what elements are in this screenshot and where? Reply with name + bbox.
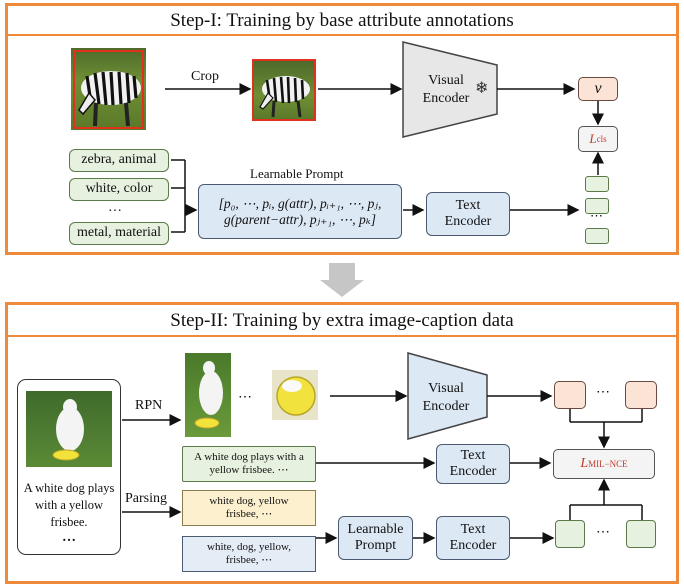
- region-dog-figure: [194, 361, 223, 429]
- phrase-box: white dog, yellow frisbee, ⋯: [182, 490, 316, 526]
- attribute-tag-white: white, color: [69, 178, 169, 201]
- region-frisbee-figure: [276, 376, 316, 416]
- step2-title: Step-II: Training by extra image-caption…: [170, 310, 514, 331]
- step1-title: Step-I: Training by base attribute annot…: [170, 10, 514, 31]
- step2-text-encoder-2: Text Encoder: [436, 516, 510, 560]
- caption-text-box-label: A white dog plays with a yellow frisbee.…: [194, 451, 304, 476]
- learnable-prompt-block: Learnable Prompt: [338, 516, 413, 560]
- word-feature-1: [555, 520, 585, 548]
- step2-text-encoder-2-label: Text Encoder: [449, 521, 497, 553]
- step1-loss-sub: cls: [596, 133, 607, 144]
- step2-visual-encoder-label: Visual Encoder: [422, 381, 470, 414]
- region-dog-image: [185, 353, 231, 437]
- parsing-label: Parsing: [125, 491, 167, 506]
- step1-loss-label: L: [589, 130, 597, 146]
- attribute-tag-zebra: zebra, animal: [69, 149, 169, 172]
- step1-title-divider: [8, 34, 676, 36]
- step2-text-encoder-1: Text Encoder: [436, 444, 510, 484]
- rpn-label: RPN: [135, 398, 163, 413]
- v-label: v: [594, 79, 602, 97]
- dog-image: [26, 391, 112, 467]
- learnable-prompt-box: [p₀, ⋯, pᵢ, g(attr), pᵢ₊₁, ⋯, pⱼ, g(pare…: [198, 184, 402, 239]
- zebra-image: [71, 48, 146, 130]
- step2-text-encoder-1-label: Text Encoder: [449, 447, 497, 479]
- caption-text: A white dog plays with a yellow frisbee.: [23, 481, 115, 529]
- text-feature-1: [585, 176, 609, 192]
- zebra-bbox: [73, 50, 144, 129]
- words-box: white, dog, yellow, frisbee, ⋯: [182, 536, 316, 572]
- dog-figure: [52, 399, 84, 461]
- prompt-line-2: g(parent−attr), pⱼ₊₁, ⋯, pₖ]: [224, 211, 376, 227]
- phrase-box-label: white dog, yellow frisbee, ⋯: [209, 495, 289, 520]
- learnable-prompt-block-label: Learnable Prompt: [347, 521, 404, 553]
- text-feature-ellipsis: ⋯: [590, 208, 603, 223]
- zebra-figure-cropped: [259, 76, 310, 118]
- cropped-zebra-image: [252, 59, 316, 121]
- region-feature-2: [625, 381, 657, 409]
- image-caption-panel: A white dog plays with a yellow frisbee.…: [17, 379, 121, 555]
- region-feature-1: [554, 381, 586, 409]
- word-feature-2: [626, 520, 656, 548]
- attribute-ellipsis: …: [108, 200, 122, 215]
- caption-ellipsis: …: [62, 530, 76, 545]
- prompt-line-1: [p₀, ⋯, pᵢ, g(attr), pᵢ₊₁, ⋯, pⱼ,: [218, 195, 382, 211]
- region-ellipsis: ⋯: [238, 390, 252, 405]
- mil-nce-loss-sub: MIL−NCE: [588, 458, 628, 469]
- text-feature-3: [585, 228, 609, 244]
- word-feature-ellipsis: ⋯: [596, 525, 610, 540]
- visual-feature-v: v: [578, 77, 618, 101]
- crop-label: Crop: [191, 69, 219, 84]
- learnable-prompt-title: Learnable Prompt: [250, 166, 344, 181]
- zebra-figure: [78, 71, 141, 127]
- region-frisbee-image: [272, 370, 318, 420]
- caption-text-box: A white dog plays with a yellow frisbee.…: [182, 446, 316, 482]
- step1-visual-encoder-label: Visual Encoder: [422, 73, 470, 106]
- snowflake-icon: ❄: [475, 80, 489, 97]
- step1-text-encoder: Text Encoder: [426, 192, 510, 236]
- step1-text-encoder-label: Text Encoder: [444, 197, 492, 229]
- attribute-tag-metal: metal, material: [69, 222, 169, 245]
- words-box-label: white, dog, yellow, frisbee, ⋯: [207, 541, 291, 566]
- region-feature-ellipsis: ⋯: [596, 385, 610, 400]
- step2-title-divider: [8, 335, 676, 337]
- text-feature-2: [585, 198, 609, 214]
- mil-nce-loss-label: L: [580, 455, 589, 471]
